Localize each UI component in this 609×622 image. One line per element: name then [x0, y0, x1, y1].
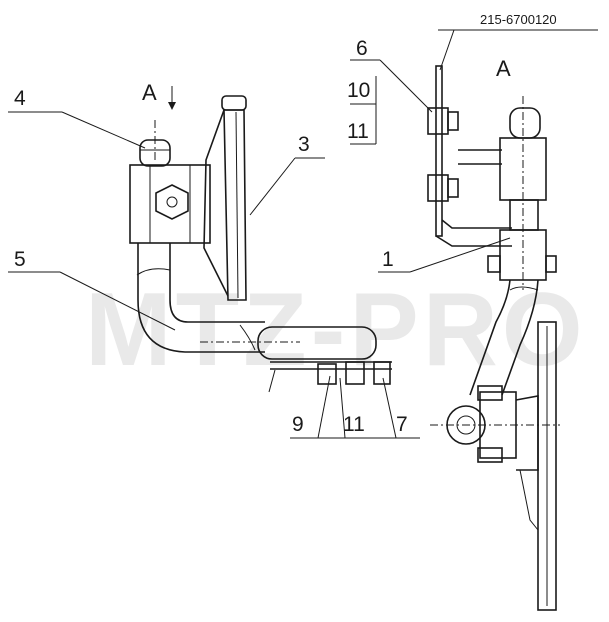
- callout-7: 7: [396, 413, 408, 436]
- callout-1: 1: [382, 248, 394, 271]
- bent-tube: [136, 243, 265, 353]
- view-label-left: A: [142, 80, 157, 105]
- callout-5: 5: [14, 248, 26, 271]
- callout-10: 10: [347, 79, 370, 102]
- callout-9: 9: [292, 413, 304, 436]
- part-number-label: 215-6700120: [480, 12, 557, 27]
- view-arrow-icon: [168, 102, 176, 110]
- callout-6: 6: [356, 37, 368, 60]
- callout-11-bottom: 11: [343, 413, 365, 436]
- view-label-right: A: [496, 56, 511, 81]
- callout-11-top: 11: [347, 120, 369, 143]
- mirror-left: [203, 95, 247, 301]
- left-assembly: [129, 95, 392, 393]
- right-assembly: [427, 65, 560, 611]
- bent-arm-right: [469, 279, 539, 396]
- callout-4: 4: [14, 87, 26, 110]
- mounting-plate: [427, 65, 512, 247]
- lower-bracket: [257, 326, 392, 393]
- right-leaders: [350, 29, 598, 273]
- rod-right: [487, 96, 557, 290]
- clamp-block: [129, 164, 211, 244]
- hex-nut-icon: [155, 184, 189, 220]
- pivot-clamp: [430, 385, 560, 463]
- callout-3: 3: [298, 133, 310, 156]
- left-leaders: [8, 86, 420, 439]
- mirror-right: [515, 321, 557, 611]
